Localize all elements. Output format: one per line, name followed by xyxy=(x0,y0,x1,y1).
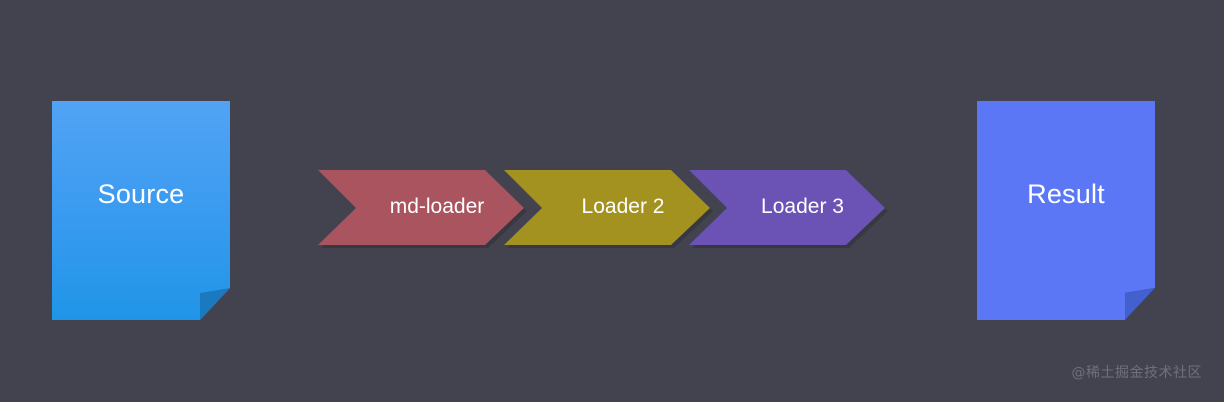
watermark-text: @稀土掘金技术社区 xyxy=(1071,365,1202,381)
chevron-shape xyxy=(504,170,713,248)
chevron-shape xyxy=(689,170,888,248)
chevron-shape xyxy=(318,170,527,248)
result-document-shape xyxy=(977,101,1155,320)
result-card-label: Result xyxy=(1027,179,1105,209)
pipeline-stage-loader-2[interactable]: Loader 2 xyxy=(504,170,716,248)
source-card-label: Source xyxy=(97,179,185,209)
source-document-shape xyxy=(52,101,230,320)
source-document-card[interactable]: Source xyxy=(52,101,230,320)
pipeline-stage-loader-3[interactable]: Loader 3 xyxy=(689,170,890,248)
pipeline-stage-md-loader[interactable]: md-loader xyxy=(318,170,530,248)
loader-pipeline: md-loader Loader 2 Loader 3 xyxy=(318,170,890,252)
result-document-card[interactable]: Result xyxy=(977,101,1155,320)
